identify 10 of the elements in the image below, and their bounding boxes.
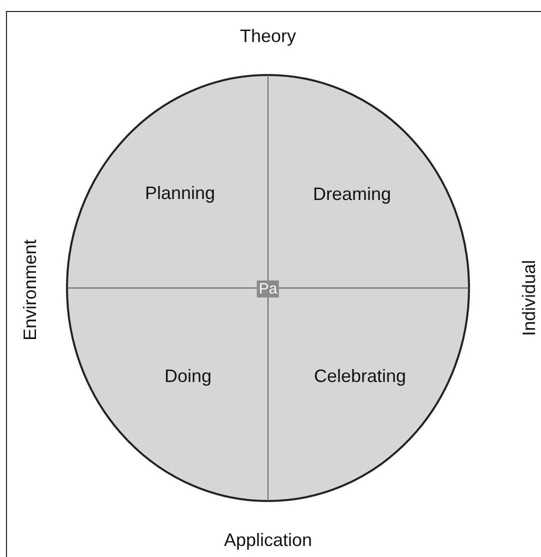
- axis-label: Individual: [520, 260, 538, 336]
- quadrant-label: Dreaming: [312, 185, 392, 203]
- axis-label: Environment: [21, 239, 39, 341]
- quadrant-label: Doing: [164, 367, 212, 385]
- axis-label: Application: [224, 531, 312, 549]
- axis-label: Theory: [240, 27, 296, 45]
- center-label: Pa: [256, 280, 280, 298]
- quadrant-label: Celebrating: [314, 367, 406, 385]
- circle-shape: [65, 73, 471, 503]
- quadrant-label: Planning: [144, 184, 216, 202]
